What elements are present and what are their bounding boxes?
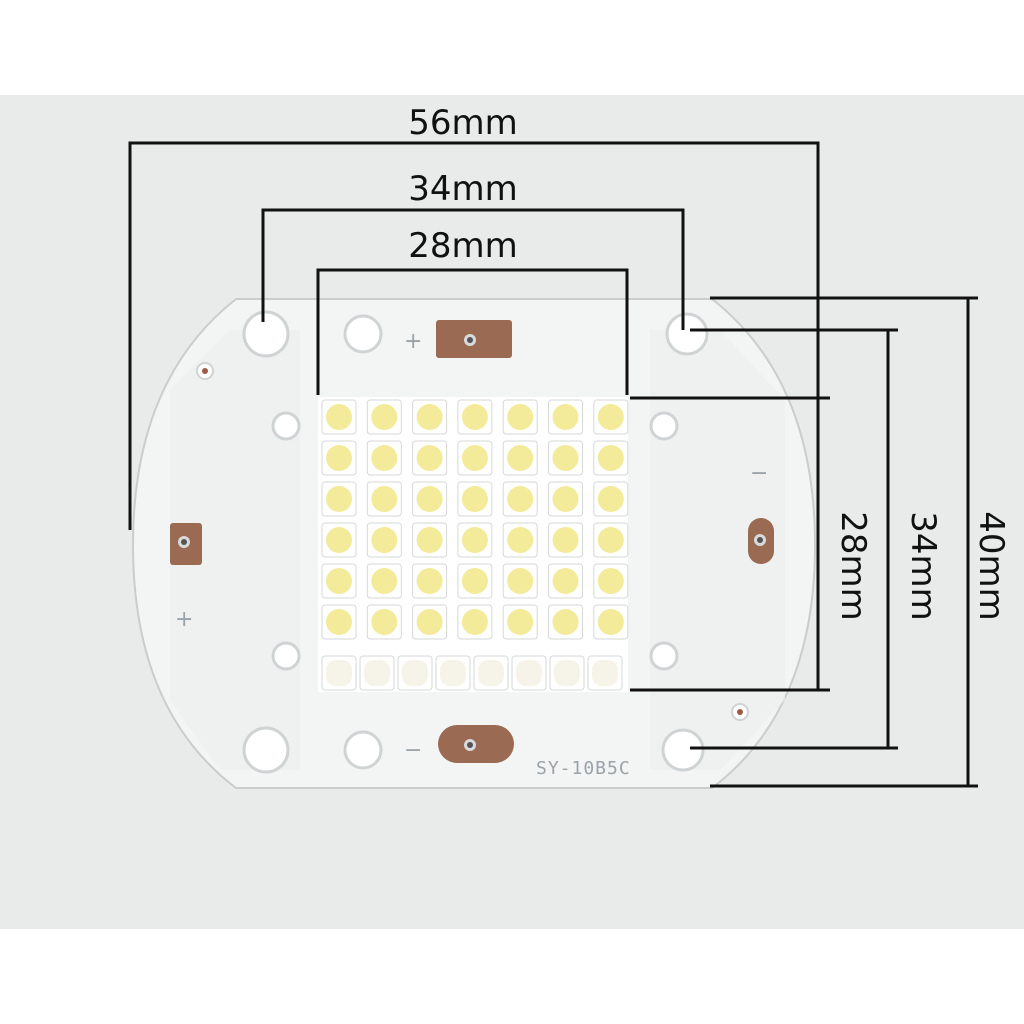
led-phosphor: [461, 568, 488, 594]
led-phosphor: [416, 609, 443, 635]
led-phosphor: [371, 486, 398, 512]
led-phosphor: [364, 660, 390, 686]
led-phosphor: [416, 568, 443, 594]
label-height-28mm: 28mm: [833, 511, 873, 621]
led-phosphor: [371, 609, 398, 635]
led-phosphor: [552, 568, 579, 594]
led-phosphor: [461, 404, 488, 430]
led-phosphor: [597, 404, 624, 430]
minus-symbol-right: −: [750, 461, 768, 486]
led-phosphor: [326, 660, 352, 686]
led-phosphor: [416, 404, 443, 430]
led-phosphor: [440, 660, 466, 686]
led-phosphor: [461, 527, 488, 553]
mounting-hole: [271, 411, 301, 441]
led-phosphor: [416, 445, 443, 471]
dimension-line-34mm: [261, 208, 685, 330]
led-phosphor: [326, 568, 352, 594]
led-phosphor: [552, 445, 579, 471]
dimension-lines: [128, 141, 978, 788]
minus-symbol-bottom: −: [404, 738, 422, 763]
led-phosphor: [552, 486, 579, 512]
label-width-28mm: 28mm: [408, 226, 518, 266]
mounting-holes: [242, 310, 709, 774]
led-phosphor: [478, 660, 504, 686]
label-height-34mm: 34mm: [903, 511, 943, 621]
via-dot: [737, 709, 743, 715]
led-phosphor: [597, 445, 624, 471]
led-phosphor: [507, 486, 534, 512]
plus-symbol-top: +: [404, 329, 422, 354]
led-phosphor: [552, 527, 579, 553]
led-phosphor: [552, 609, 579, 635]
led-phosphor: [597, 527, 624, 553]
led-phosphor: [326, 609, 352, 635]
dimension-line-56mm: [128, 141, 820, 690]
led-phosphor: [371, 527, 398, 553]
led-phosphor: [416, 527, 443, 553]
mounting-hole: [242, 726, 290, 774]
led-phosphor: [371, 568, 398, 594]
mounting-hole: [661, 728, 705, 772]
led-phosphor: [507, 445, 534, 471]
model-label: SY-10B5C: [536, 758, 631, 779]
led-phosphor: [461, 486, 488, 512]
led-phosphor: [371, 404, 398, 430]
led-phosphor: [326, 527, 352, 553]
led-phosphor: [416, 486, 443, 512]
led-phosphor: [326, 404, 352, 430]
mounting-hole: [665, 312, 709, 356]
led-phosphor: [461, 609, 488, 635]
dimension-line-28mm: [316, 268, 629, 395]
label-width-56mm: 56mm: [408, 103, 518, 143]
led-phosphor: [554, 660, 580, 686]
led-phosphor: [507, 404, 534, 430]
led-phosphor: [592, 660, 618, 686]
led-phosphor: [507, 527, 534, 553]
led-phosphor: [597, 609, 624, 635]
led-array: [321, 399, 629, 691]
led-phosphor: [326, 445, 352, 471]
led-phosphor: [597, 568, 624, 594]
mounting-hole: [343, 314, 383, 354]
trace-area-left: [170, 330, 300, 770]
led-phosphor: [552, 404, 579, 430]
trace-area-right: [650, 330, 785, 770]
plus-symbol-left: +: [175, 607, 193, 632]
led-phosphor: [461, 445, 488, 471]
mounting-hole: [343, 730, 383, 770]
mounting-hole: [271, 641, 301, 671]
label-width-34mm: 34mm: [408, 169, 518, 209]
led-phosphor: [597, 486, 624, 512]
mounting-hole: [649, 641, 679, 671]
led-phosphor: [516, 660, 542, 686]
led-phosphor: [371, 445, 398, 471]
led-phosphor: [402, 660, 428, 686]
solder-pad-bottom: [438, 725, 514, 763]
led-phosphor: [507, 609, 534, 635]
label-height-40mm: 40mm: [971, 511, 1011, 621]
mounting-hole: [649, 411, 679, 441]
mounting-hole: [242, 310, 290, 358]
solder-pads: [170, 320, 774, 763]
led-phosphor: [326, 486, 352, 512]
via-dot: [202, 368, 208, 374]
led-phosphor: [507, 568, 534, 594]
